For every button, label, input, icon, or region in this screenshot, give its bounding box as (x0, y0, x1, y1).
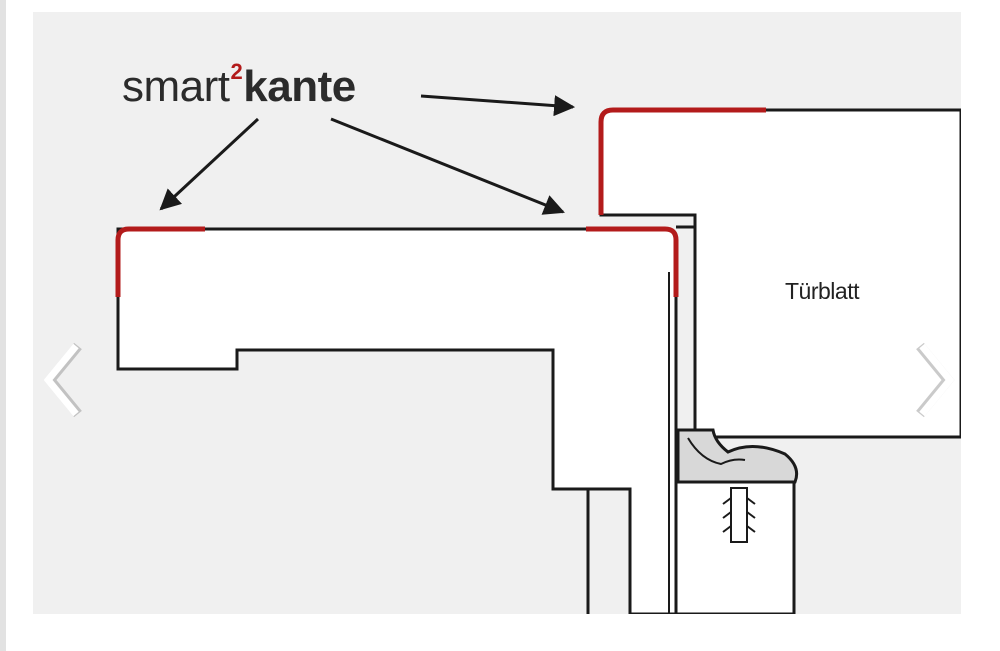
slide-image: smart2kante Türblatt (33, 12, 961, 614)
seal-anchor-barbs (722, 497, 756, 533)
edge-highlight-door (598, 107, 766, 215)
door-frame-diagram (115, 94, 961, 614)
door-seal (676, 428, 799, 484)
slider-edge (0, 0, 6, 651)
brand-label: smart2kante (122, 59, 356, 112)
seal-anchor (730, 487, 748, 543)
next-slide-button[interactable] (908, 340, 958, 420)
door-frame (116, 227, 678, 614)
brand-prefix: smart (122, 62, 230, 111)
door-leaf-label: Türblatt (785, 278, 859, 304)
edge-highlight-frame-left (115, 226, 205, 297)
brand-suffix: kante (243, 62, 356, 111)
frame-step (676, 225, 697, 437)
pointer-arrow-right (420, 94, 576, 117)
previous-slide-button[interactable] (40, 340, 90, 420)
chevron-right-icon (916, 342, 955, 418)
pointer-arrow-center (330, 117, 565, 215)
door-seal-inner (687, 437, 746, 466)
chevron-left-icon (43, 342, 82, 418)
pointer-arrow-left (159, 117, 260, 211)
edge-highlight-frame-right (586, 226, 679, 297)
brand-superscript: 2 (230, 59, 243, 84)
